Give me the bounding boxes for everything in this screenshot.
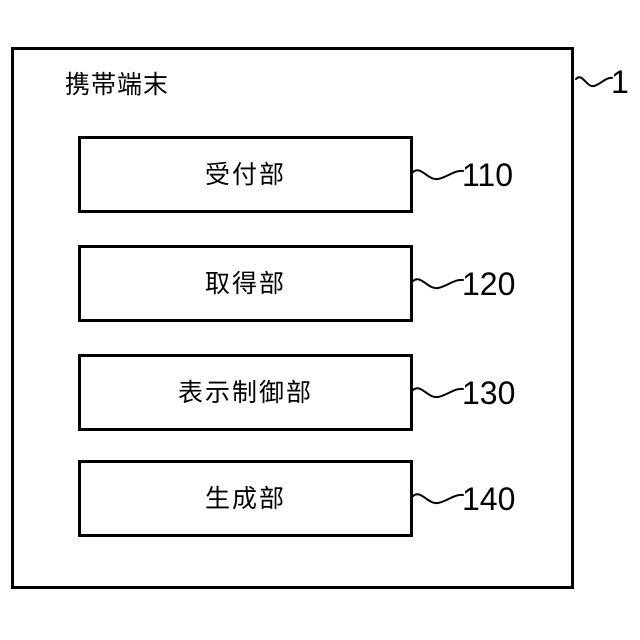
squiggle-leader-icon [412,387,464,399]
reference-numeral: 110 [462,157,514,193]
reference-callout-120: 120 [412,264,515,304]
reference-callout-1: 1 [575,62,629,102]
unit-label: 表示制御部 [177,378,313,407]
reference-callout-110: 110 [412,155,513,195]
squiggle-leader-icon [412,493,464,505]
reference-numeral: 120 [462,266,516,302]
unit-label: 受付部 [204,160,286,189]
unit-box-acquisition: 取得部 [78,245,413,322]
unit-label: 生成部 [204,484,286,513]
reference-callout-130: 130 [412,373,515,413]
reference-numeral: 130 [462,375,516,411]
unit-label: 取得部 [204,269,286,298]
squiggle-leader-icon [575,76,613,88]
reference-numeral: 1 [611,64,629,100]
unit-box-display-control: 表示制御部 [78,354,413,431]
reference-callout-140: 140 [412,479,515,519]
unit-box-generation: 生成部 [78,460,413,537]
squiggle-leader-icon [412,169,464,181]
unit-box-reception: 受付部 [78,136,413,213]
device-title: 携帯端末 [65,71,170,99]
squiggle-leader-icon [412,278,464,290]
reference-numeral: 140 [462,481,516,517]
